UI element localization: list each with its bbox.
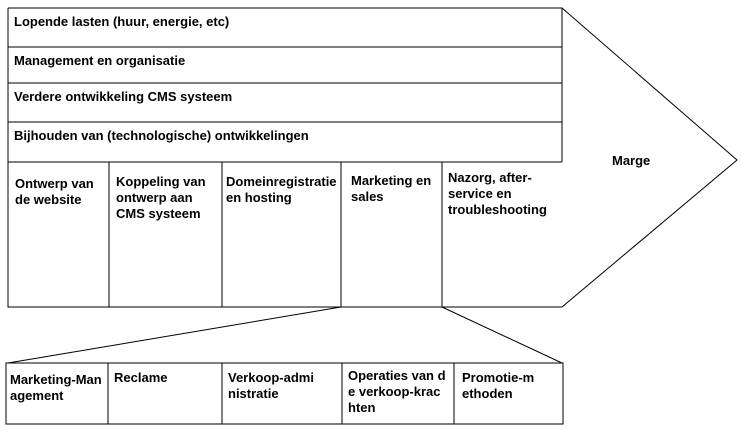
- expansion-line-left: [7, 306, 342, 364]
- sub-activity-marketing-management: Marketing-Management: [10, 372, 102, 403]
- margin-label: Marge: [612, 153, 651, 168]
- primary-activity-marketing-sales: Marketing en sales: [351, 173, 432, 204]
- sub-activity-promotion-methods: Promotie-methoden: [462, 370, 535, 401]
- sub-activity-sales-force-operations: Operaties van de verkoop-krachten: [348, 368, 446, 415]
- support-activity-management: Management en organisatie: [14, 53, 186, 68]
- expansion-line-right: [441, 306, 563, 364]
- value-chain-arrow: [7, 7, 738, 308]
- support-activity-overhead: Lopende lasten (huur, energie, etc): [14, 14, 230, 29]
- primary-activity-aftercare: Nazorg, after-service en troubleshooting: [448, 170, 547, 217]
- sub-activity-sales-administration: Verkoop-administratie: [228, 370, 314, 401]
- support-activity-cms-development: Verdere ontwikkeling CMS systeem: [14, 89, 233, 104]
- marketing-sub-box: [5, 362, 564, 425]
- primary-activity-website-design: Ontwerp van de website: [15, 176, 94, 207]
- sub-activity-advertising: Reclame: [114, 370, 168, 385]
- primary-activity-cms-coupling: Koppeling van ontwerp aan CMS systeem: [116, 174, 206, 221]
- primary-activity-domain-hosting: Domeinregistratie en hosting: [226, 174, 337, 205]
- support-activity-tech-developments: Bijhouden van (technologische) ontwikkel…: [14, 128, 309, 143]
